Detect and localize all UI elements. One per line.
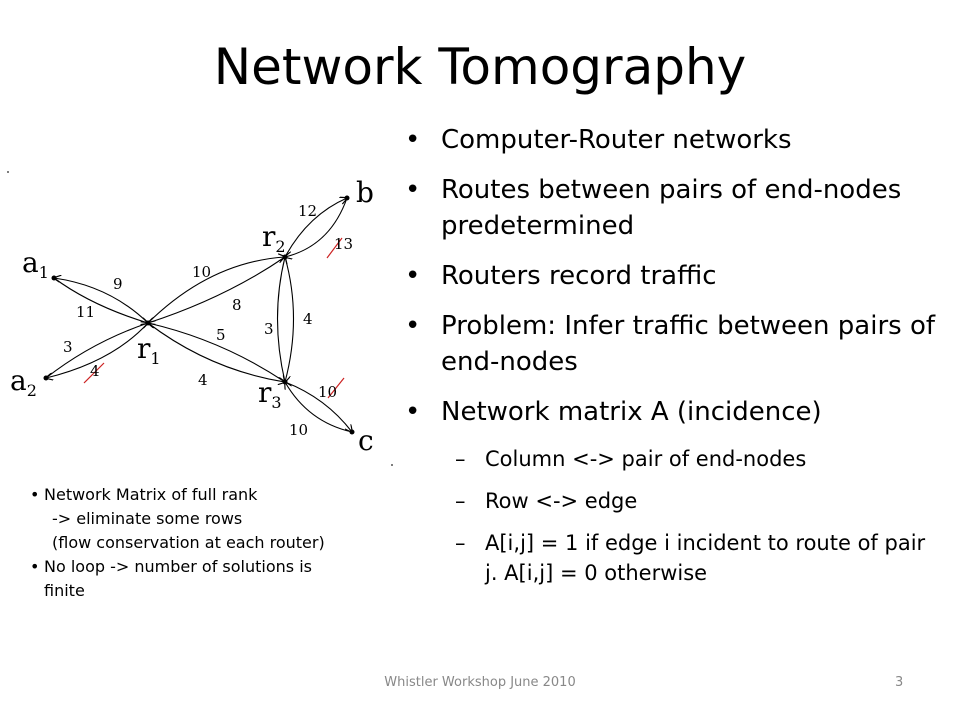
bullet-item: •Routers record traffic <box>405 261 717 291</box>
edge-r3-c-10a <box>284 381 352 432</box>
edge-label: 3 <box>264 320 274 338</box>
edge-label: 4 <box>303 310 313 328</box>
side-note: •Network Matrix of full rank -> eliminat… <box>30 483 400 603</box>
edge-r2-b-13 <box>285 197 348 257</box>
node-r2 <box>282 254 288 260</box>
edge-r2-r3-3 <box>276 257 286 383</box>
edge-r1-r3-4 <box>147 322 285 382</box>
edge-label: 8 <box>232 296 242 314</box>
edge-a2-r1-3 <box>45 323 148 379</box>
svg-text:a2: a2 <box>10 364 37 400</box>
edge-label: 3 <box>63 338 73 356</box>
node-a2 <box>43 375 49 381</box>
edge-label: 10 <box>192 263 211 281</box>
node-label-r3: r <box>258 376 272 409</box>
edge-r1-r2-10 <box>147 257 285 324</box>
edge-r2-r3-4 <box>285 256 295 382</box>
page-number: 3 <box>895 675 904 690</box>
bullet-item: •Network matrix A (incidence) <box>405 397 822 427</box>
strike-mark <box>326 237 343 259</box>
edge-label: 11 <box>76 303 95 321</box>
node-r3 <box>282 379 288 385</box>
node-label-a2: a <box>10 364 27 397</box>
network-diagram: a1 a2 r1 r2 r3 b c 9 11 3 4 10 8 5 4 12 … <box>7 171 393 466</box>
bullet-item: •Routes between pairs of end-nodes prede… <box>405 175 902 241</box>
node-label-r2: r <box>262 220 276 253</box>
svg-text:r1: r1 <box>137 332 161 368</box>
strike-mark <box>327 377 345 399</box>
slide-title: Network Tomography <box>213 38 747 96</box>
node-a1 <box>51 275 57 281</box>
edge-r1-r2-8 <box>148 256 286 323</box>
bullet-item: •Computer-Router networks <box>405 125 792 155</box>
edge-a1-r1-11 <box>53 277 148 323</box>
edge-label: 10 <box>289 421 308 439</box>
svg-text:a1: a1 <box>22 246 49 282</box>
sub-bullet-item: –Row <-> edge <box>455 489 638 513</box>
note-text: finite <box>44 581 85 600</box>
strike-mark <box>83 362 105 384</box>
edge-label: 9 <box>113 275 123 293</box>
edge-a1-r1-9 <box>54 278 149 324</box>
node-label-b: b <box>356 176 374 209</box>
footer-text: Whistler Workshop June 2010 <box>384 675 576 690</box>
note-text: Network Matrix of full rank <box>44 485 258 504</box>
edge-label: 4 <box>90 362 100 380</box>
sub-bullet-item: –Column <-> pair of end-nodes <box>455 447 807 471</box>
note-text: No loop -> number of solutions is <box>44 557 312 576</box>
edge-label: 5 <box>216 326 226 344</box>
bullet-item: •Problem: Infer traffic between pairs of… <box>405 311 935 377</box>
edge-r2-b-12 <box>284 198 347 258</box>
edge-r1-r3-5 <box>148 323 286 383</box>
note-text: -> eliminate some rows <box>52 509 243 528</box>
node-c <box>349 429 355 435</box>
bullet-list: •Computer-Router networks •Routes betwee… <box>405 122 940 600</box>
node-label-r1: r <box>137 332 151 365</box>
node-r1 <box>145 320 151 326</box>
node-label-a1: a <box>22 246 39 279</box>
svg-text:r2: r2 <box>262 220 286 256</box>
node-b <box>344 195 350 201</box>
svg-text:r3: r3 <box>258 376 282 412</box>
note-text: (flow conservation at each router) <box>52 533 325 552</box>
edge-label: 4 <box>198 371 208 389</box>
edge-label: 13 <box>334 235 353 253</box>
edge-r3-c-10b <box>285 382 353 433</box>
sub-bullet-item: –A[i,j] = 1 if edge i incident to route … <box>455 531 926 585</box>
edge-label: 12 <box>298 202 317 220</box>
edge-label: 10 <box>318 383 337 401</box>
node-label-c: c <box>358 424 374 457</box>
edge-a2-r1-4 <box>46 322 149 378</box>
